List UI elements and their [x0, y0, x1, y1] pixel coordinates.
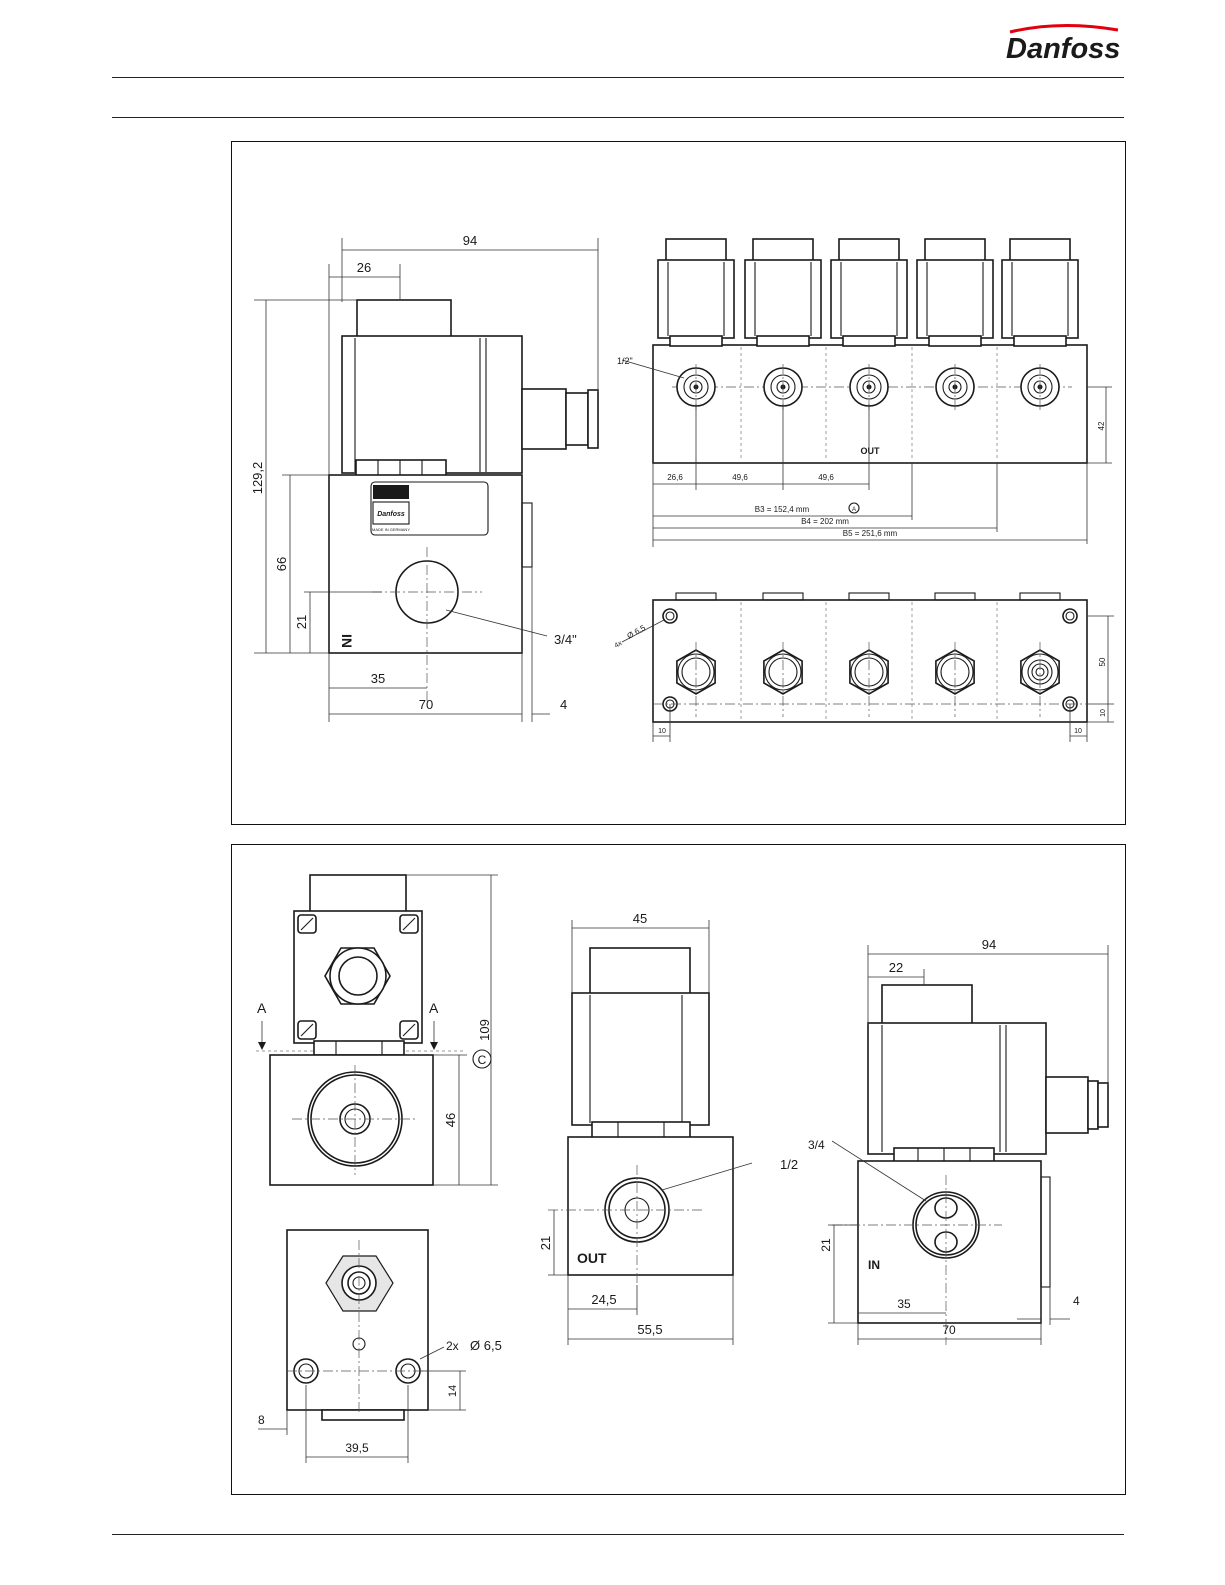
dim-26-6: 26,6 — [667, 473, 683, 482]
out-port-label: 1/2 — [780, 1157, 798, 1172]
holes-4x: 4x — [614, 640, 624, 650]
note-mark-c: C — [478, 1053, 487, 1067]
in-port-label: 3/4 — [808, 1138, 825, 1152]
valve-out-view: OUT 1/2 45 21 24,5 55,5 — [538, 911, 798, 1345]
valve-section-view: A A 109 46 C — [256, 875, 498, 1185]
dim-22: 22 — [889, 960, 903, 975]
coil — [745, 260, 821, 338]
dim-45: 45 — [633, 911, 647, 926]
figure-1-drawing: Danfoss MADE IN GERMANY IN 3/4" 94 26 12… — [232, 142, 1125, 824]
coil-tab — [935, 593, 975, 600]
dim-in-21: 21 — [819, 1238, 833, 1252]
dim-b3: B3 = 152,4 mm — [755, 505, 810, 514]
dim-b4: B4 = 202 mm — [801, 517, 849, 526]
figure-2-panel: A A 109 46 C 2x Ø 6,5 14 39 — [231, 844, 1126, 1495]
dim-21: 21 — [294, 615, 309, 629]
port-marking-in: IN — [339, 634, 355, 648]
bottom-hole-dia: Ø 6,5 — [470, 1338, 502, 1353]
dim-out-21: 21 — [538, 1236, 553, 1250]
section-label-right: A — [429, 1000, 439, 1016]
svg-text:Danfoss: Danfoss — [1006, 33, 1120, 65]
dim-50: 50 — [1098, 657, 1107, 666]
hole-dia-6-5: Ø 6,5 — [626, 623, 648, 641]
coil-cap — [1010, 239, 1070, 261]
coil-nut — [929, 336, 981, 346]
valve-in-view: IN 3/4 94 22 21 35 4 70 — [808, 937, 1108, 1345]
dim-14: 14 — [447, 1385, 459, 1397]
dim-in-35: 35 — [897, 1297, 911, 1311]
dim-70: 70 — [419, 697, 433, 712]
header-rule-top — [112, 77, 1124, 78]
dim-55-5: 55,5 — [637, 1322, 662, 1337]
nameplate-text: MADE IN GERMANY — [372, 527, 410, 532]
out-view-marking: OUT — [577, 1250, 607, 1266]
coil-tab — [763, 593, 803, 600]
header-rule-bottom — [112, 117, 1124, 118]
dim-in-94: 94 — [982, 937, 996, 952]
port-label-1-2: 1/2" — [617, 356, 633, 366]
note-mark-a: A — [852, 507, 856, 513]
in-view-marking: IN — [868, 1258, 880, 1272]
coil-cap — [753, 239, 813, 261]
coil-nut — [670, 336, 722, 346]
figure-1-panel: Danfoss MADE IN GERMANY IN 3/4" 94 26 12… — [231, 141, 1126, 825]
dim-46: 46 — [443, 1113, 458, 1127]
coil-cap — [925, 239, 985, 261]
dim-in-4: 4 — [1073, 1294, 1080, 1308]
dim-94: 94 — [463, 233, 477, 248]
dim-4: 4 — [560, 697, 567, 712]
coil-nut — [1014, 336, 1066, 346]
dim-109: 109 — [477, 1019, 492, 1041]
valve-side-view: Danfoss MADE IN GERMANY IN 3/4" 94 26 12… — [250, 233, 598, 722]
manifold-front-view: OUT — [653, 239, 1087, 463]
dim-b5: B5 = 251,6 mm — [843, 529, 898, 538]
coil-cap — [666, 239, 726, 261]
dim-129-2: 129,2 — [250, 462, 265, 495]
dim-66: 66 — [274, 557, 289, 571]
manifold-bottom-view — [653, 593, 1087, 722]
danfoss-logo: Danfoss — [1000, 18, 1124, 68]
port-label-3-4: 3/4" — [554, 632, 577, 647]
coil — [917, 260, 993, 338]
coil — [1002, 260, 1078, 338]
dim-in-70: 70 — [942, 1323, 956, 1337]
nameplate-brand: Danfoss — [377, 511, 405, 518]
coil — [658, 260, 734, 338]
dim-42: 42 — [1097, 421, 1106, 430]
dim-26: 26 — [357, 260, 371, 275]
dim-39-5: 39,5 — [345, 1441, 369, 1455]
coil-nut — [757, 336, 809, 346]
section-label-left: A — [257, 1000, 267, 1016]
dim-10-edge: 10 — [1100, 709, 1107, 717]
coil-cap — [839, 239, 899, 261]
footer-rule — [112, 1534, 1124, 1535]
out-marking: OUT — [861, 446, 881, 456]
dim-49-6-a: 49,6 — [732, 473, 748, 482]
dim-24-5: 24,5 — [591, 1292, 616, 1307]
coil-nut — [843, 336, 895, 346]
coil-tab — [1020, 593, 1060, 600]
dim-10-right: 10 — [1074, 728, 1082, 735]
coil-tab — [849, 593, 889, 600]
dim-8: 8 — [258, 1413, 265, 1427]
bottom-holes-2x: 2x — [446, 1339, 459, 1353]
figure-2-drawing: A A 109 46 C 2x Ø 6,5 14 39 — [232, 845, 1125, 1494]
dim-49-6-b: 49,6 — [818, 473, 834, 482]
dim-10-left: 10 — [658, 728, 666, 735]
valve-bottom-view: 2x Ø 6,5 14 39,5 8 — [258, 1230, 502, 1463]
coil-tab — [676, 593, 716, 600]
dim-35: 35 — [371, 671, 385, 686]
coil — [831, 260, 907, 338]
